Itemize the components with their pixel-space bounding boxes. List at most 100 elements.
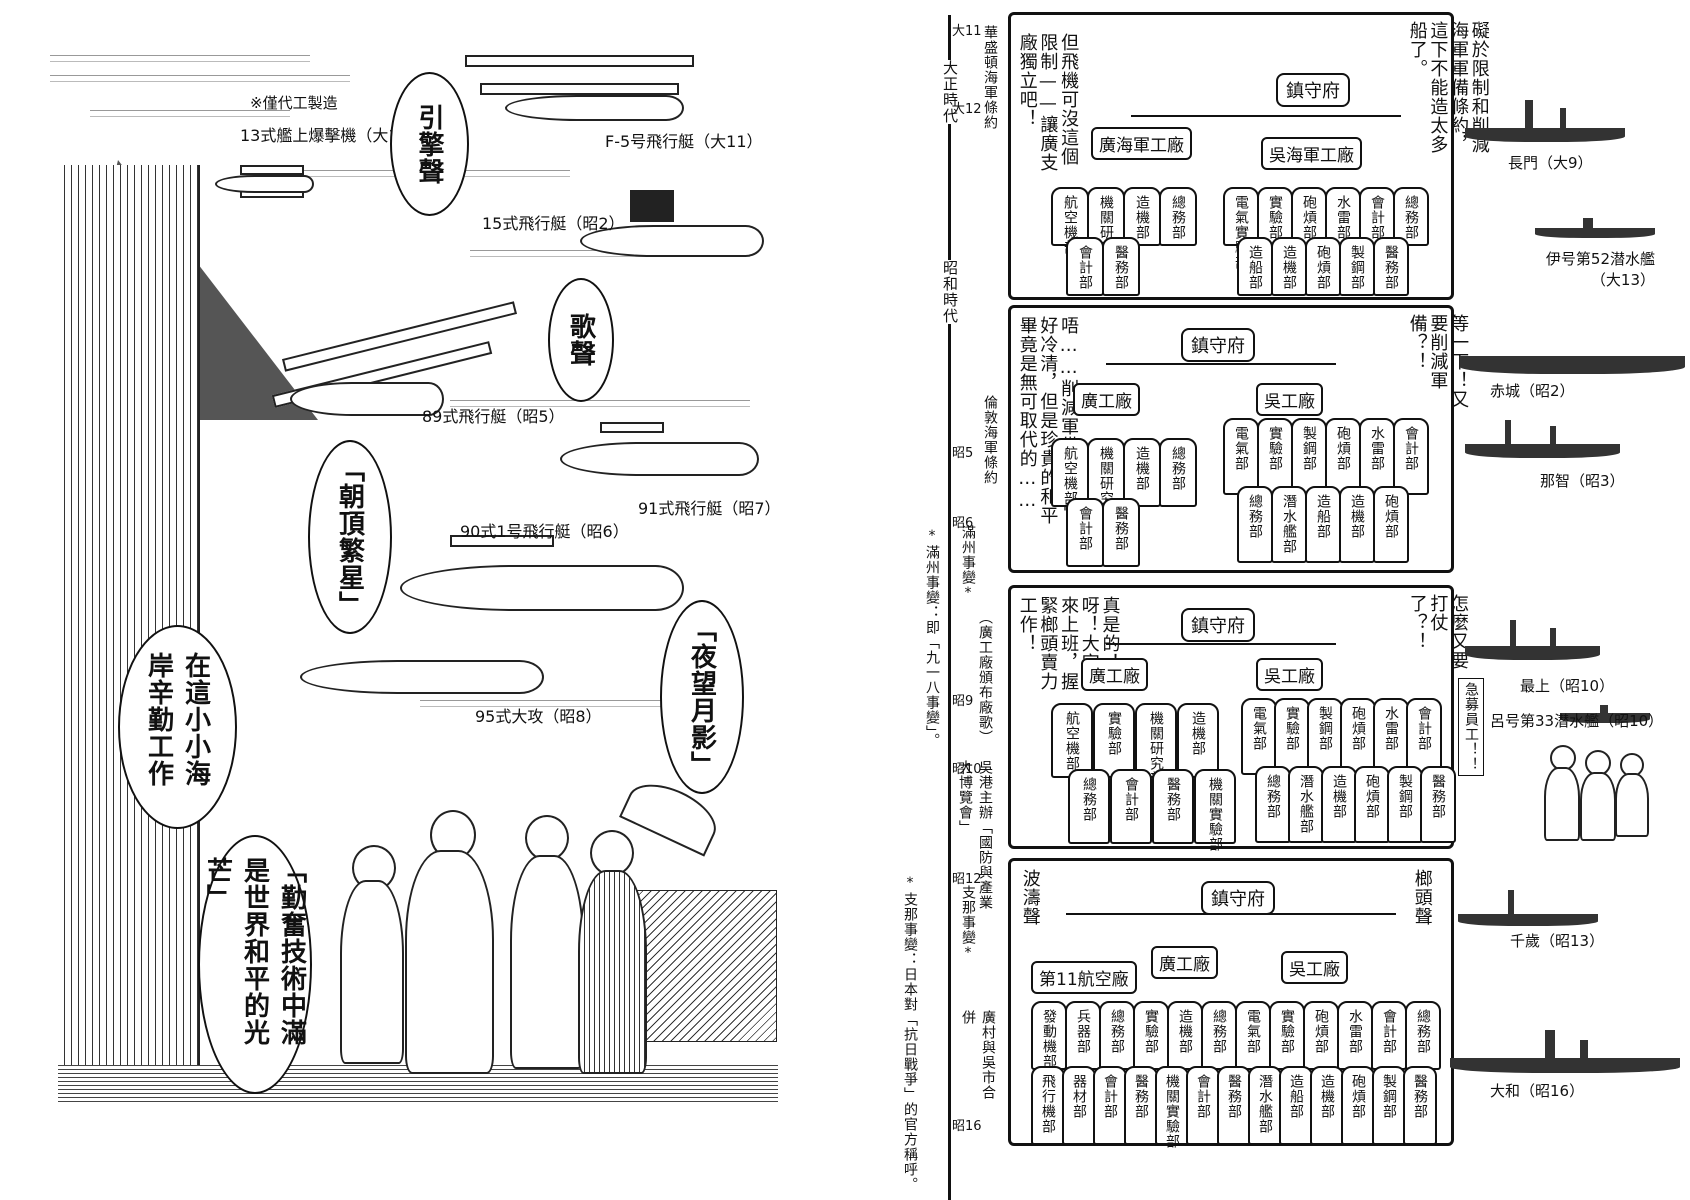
event-merger: 廣村與吳市合併 [960,1010,996,1100]
dept-box: 砲熕部 [1291,187,1327,246]
hq-chinjufu: 鎮守府 [1181,328,1255,362]
factory-hiro: 廣工廠 [1073,383,1140,416]
dept-group-kure: 電氣部實驗部製鋼部砲熕部水雷部會計部總務部潛水艦部造船部造機部砲熕部 [1223,418,1443,563]
dept-box: 造機部 [1167,1001,1203,1070]
dept-box: 實驗部 [1274,698,1310,775]
dept-group-hiro: 航空機部實驗部機關研究部造機部總務部會計部醫務部機關實驗部 [1051,703,1236,852]
ship-label: 大和（昭16） [1490,1082,1585,1100]
sky-haze [450,400,750,407]
event-london: 倫敦海軍條約 [982,395,998,485]
replica-note: ※僅代工製造 [250,94,338,112]
year-mark: 昭16 [952,1119,982,1134]
dept-box: 醫務部 [1217,1066,1251,1145]
dept-box: 醫務部 [1420,766,1456,843]
plane-f5-flying-boat [465,55,694,125]
ship-i52 [1535,218,1655,240]
plane-13-bomber [215,160,314,210]
dept-box: 航空機部 [1051,187,1089,255]
year-mark: 昭9 [952,694,974,709]
dept-box: 水雷部 [1359,418,1395,495]
dept-box: 總務部 [1068,769,1110,844]
girl-figure [510,855,584,1069]
dept-box: 造機部 [1310,1066,1344,1145]
dept-box: 總務部 [1099,1001,1135,1070]
woman-figure [578,870,647,1074]
plane-label: 13式艦上爆擊機（大12） [240,126,425,145]
panel-3: 怎麼又要打仗了？！ 真是的！來呀！大家快來上班，握緊榔頭賣力工作！ 急募員工！！… [1008,585,1484,852]
sound-hammer: 榔頭聲 [1411,869,1433,926]
dept-box: 製鋼部 [1307,698,1343,775]
dept-box: 造機部 [1123,438,1161,507]
hq-chinjufu: 鎮守府 [1181,608,1255,642]
plane-label: 90式1号飛行艇（昭6） [460,522,629,541]
event-expo: 吳港主辦「國防與產業大博覽會」 [957,760,993,910]
dept-box: 會計部 [1406,698,1442,775]
dept-box: 會計部 [1066,237,1104,296]
dept-box: 會計部 [1066,498,1104,567]
sky-haze [50,75,350,82]
year-mark: 昭5 [952,446,974,461]
ship-chitose [1458,890,1598,928]
year-mark: 昭10 [952,762,982,777]
factory-hiro: 廣海軍工廠 [1091,127,1192,160]
plane-label: 89式飛行艇（昭5） [422,407,565,426]
plane-label: 15式飛行艇（昭2） [482,214,625,233]
year-mark: 大12 [952,102,982,117]
era-taisho: 大正時代 [940,60,961,124]
dept-box: 砲熕部 [1341,1066,1375,1145]
dept-box: 實驗部 [1269,1001,1305,1070]
tree-line [1106,643,1336,645]
ship-akagi [1460,350,1685,380]
factory-kure: 吳工廠 [1256,383,1323,416]
child-figure [340,880,404,1064]
dept-box: 水雷部 [1337,1001,1373,1070]
factory-kure: 吳海軍工廠 [1261,137,1362,170]
sky-haze [420,700,670,707]
dept-box: 砲熕部 [1303,1001,1339,1070]
plane-label: 95式大攻（昭8） [475,707,602,726]
man-figure [405,850,494,1074]
bubble-engine: 引擎聲 [390,72,469,216]
panel-2: 等一下！又要削減軍備？！ 唔……削減軍備後變得好冷清，但是珍貴的和平畢竟是無可取… [1008,305,1469,573]
dept-box: 總務部 [1159,187,1197,246]
ship-mogami [1465,620,1600,662]
dept-box: 飛行機部 [1031,1066,1065,1145]
year-mark: 昭6 [952,516,974,531]
bubble-night-moon: 「夜望月影」 [660,600,744,794]
tree-line [1131,115,1401,117]
dept-box: 醫務部 [1124,1066,1158,1145]
speech-war-again: 怎麼又要打仗了？！ [1406,594,1470,670]
dept-box: 會計部 [1093,1066,1127,1145]
ship-label: 伊号第52潜水艦（大13） [1545,250,1655,289]
era-showa: 昭和時代 [940,260,961,324]
event-china-incident: 支那事變* [960,885,976,962]
factory-kure: 吳工廠 [1256,658,1323,691]
footnote-china: *支那事變：日本對「抗日戰爭」的官方稱呼。 [902,875,918,1192]
dept-box: 機關實驗部 [1194,769,1236,852]
dept-box: 會計部 [1371,1001,1407,1070]
dept-group-kure: 電氣實驗部實驗部砲熕部水雷部會計部總務部造船部造機部砲熕部製鋼部醫務部 [1223,187,1443,296]
speech-treaty: 礙於限制和削減海軍軍備條約，這下不能造太多船了。 [1406,21,1490,154]
tree-line [1066,913,1396,915]
dept-box: 電氣部 [1235,1001,1271,1070]
dept-box: 製鋼部 [1372,1066,1406,1145]
plane-label: 91式飛行艇（昭7） [638,499,781,518]
dept-row-bottom: 飛行機部器材部會計部醫務部機關實驗部會計部醫務部潛水艦部造船部造機部砲熕部製鋼部… [1031,1066,1446,1149]
dept-box: 實驗部 [1257,187,1293,246]
dept-box: 水雷部 [1373,698,1409,775]
dept-box: 機關研究部 [1087,438,1125,521]
dept-box: 總務部 [1237,486,1273,563]
dept-box: 電氣部 [1223,418,1259,495]
year-mark: 大11 [952,24,982,39]
year-mark: 昭12 [952,872,982,887]
dept-box: 器材部 [1062,1066,1096,1145]
dept-row-top: 發動機部兵器部總務部實驗部造機部總務部電氣部實驗部砲熕部水雷部會計部總務部 [1031,1001,1446,1070]
dept-box: 造機部 [1271,237,1307,296]
bubble-song: 歌聲 [548,278,614,402]
ship-label: 長門（大9） [1508,154,1593,172]
dept-box: 醫務部 [1403,1066,1437,1145]
ship-nachi [1465,420,1620,460]
dept-box: 潛水艦部 [1271,486,1307,563]
dept-box: 總務部 [1201,1001,1237,1070]
event-washington: 華盛頓海軍條約 [982,25,998,130]
